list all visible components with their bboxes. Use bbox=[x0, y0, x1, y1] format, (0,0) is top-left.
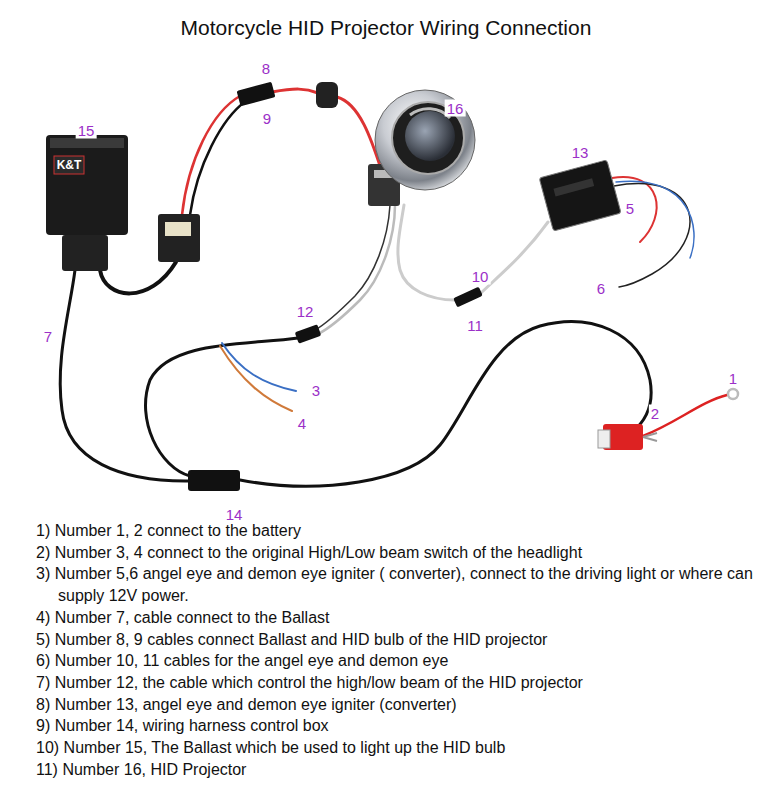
callout-number: 13 bbox=[570, 144, 591, 161]
ballast-edge bbox=[50, 138, 124, 148]
switch-wire bbox=[222, 343, 296, 391]
projector-shroud bbox=[375, 90, 475, 190]
igniter-sticker bbox=[165, 222, 191, 236]
instruction-note: 7) Number 12, the cable which control th… bbox=[36, 672, 760, 694]
instruction-note: 3) Number 5,6 angel eye and demon eye ig… bbox=[36, 563, 760, 606]
callout-number: 8 bbox=[260, 60, 272, 77]
instruction-note: 9) Number 14, wiring harness control box bbox=[36, 715, 760, 737]
ballast-logo-plate bbox=[54, 156, 84, 174]
converter-body bbox=[539, 160, 621, 231]
instruction-note: 1) Number 1, 2 connect to the battery bbox=[36, 520, 760, 542]
hv-wire bbox=[190, 101, 246, 215]
igniter bbox=[158, 214, 200, 262]
callout-number: 14 bbox=[224, 506, 245, 523]
callout-number: 9 bbox=[261, 110, 273, 127]
projector-lens bbox=[405, 111, 455, 161]
fuse-cap bbox=[598, 430, 610, 448]
ballast bbox=[46, 135, 128, 271]
ring-terminal bbox=[728, 389, 738, 399]
callout-number: 4 bbox=[296, 415, 308, 432]
instruction-note: 8) Number 13, angel eye and demon eye ig… bbox=[36, 694, 760, 716]
battery-wire bbox=[643, 395, 727, 436]
igniter-body bbox=[158, 214, 200, 262]
battery-cable bbox=[240, 322, 651, 486]
fork-terminal bbox=[643, 433, 657, 441]
beam-wire bbox=[318, 205, 395, 334]
instruction-note: 4) Number 7, cable connect to the Ballas… bbox=[36, 607, 760, 629]
wires bbox=[60, 89, 727, 486]
instruction-note: 10) Number 15, The Ballast which be used… bbox=[36, 737, 760, 759]
instruction-note: 5) Number 8, 9 cables connect Ballast an… bbox=[36, 629, 760, 651]
callout-number: 3 bbox=[310, 382, 322, 399]
hid-projector bbox=[368, 90, 475, 206]
ballast-cable bbox=[60, 270, 190, 481]
callout-number: 6 bbox=[595, 280, 607, 297]
instruction-list: 1) Number 1, 2 connect to the battery2) … bbox=[36, 520, 760, 780]
brand-logo: K&T bbox=[57, 158, 82, 172]
igniter-cable bbox=[100, 262, 176, 293]
callout-number: 12 bbox=[295, 303, 316, 320]
callout-number: 2 bbox=[649, 405, 661, 422]
signal-wire bbox=[616, 181, 694, 258]
converter-label bbox=[553, 178, 594, 196]
ground-wire bbox=[614, 184, 690, 287]
callout-number: 5 bbox=[624, 200, 636, 217]
callout-number: 16 bbox=[445, 100, 466, 117]
callout-number: 10 bbox=[470, 268, 491, 285]
angel-eye-converter bbox=[539, 160, 621, 231]
callout-number: 15 bbox=[76, 122, 97, 139]
hv-wire bbox=[272, 89, 318, 93]
fuse-holder bbox=[598, 424, 657, 450]
callout-number: 7 bbox=[42, 328, 54, 345]
callout-number: 11 bbox=[465, 317, 485, 334]
instruction-note: 6) Number 10, 11 cables for the angel ey… bbox=[36, 650, 760, 672]
callout-number: 1 bbox=[727, 370, 739, 387]
switch-wire bbox=[220, 346, 292, 411]
angel-eye-wire bbox=[398, 205, 455, 300]
harness-wire bbox=[146, 338, 298, 476]
beam-connector bbox=[295, 324, 322, 343]
ballast-connector bbox=[62, 235, 108, 271]
ferrite-ring bbox=[316, 82, 338, 108]
diagram-title: Motorcycle HID Projector Wiring Connecti… bbox=[0, 16, 772, 40]
angel-eye-connector bbox=[453, 287, 483, 308]
beam-wire bbox=[315, 205, 390, 330]
ballast-body bbox=[46, 135, 128, 235]
instruction-note: 2) Number 3, 4 connect to the original H… bbox=[36, 542, 760, 564]
control-box bbox=[188, 470, 240, 491]
bulb-connector bbox=[237, 82, 276, 107]
instruction-note: 11) Number 16, HID Projector bbox=[36, 759, 760, 781]
